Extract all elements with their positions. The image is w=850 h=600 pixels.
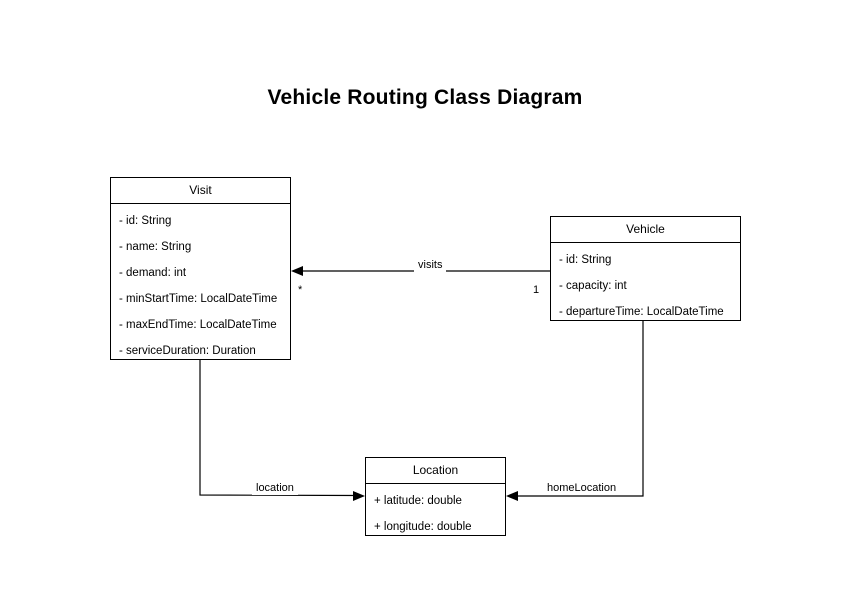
attribute-list-vehicle: - id: String - capacity: int - departure… [551,243,740,329]
class-name-vehicle: Vehicle [551,217,740,243]
edge-label-home-location: homeLocation [543,482,621,495]
attribute-list-location: + latitude: double + longitude: double [366,484,505,544]
page-title: Vehicle Routing Class Diagram [267,86,583,109]
attribute-row: - id: String [559,254,612,266]
class-box-visit[interactable]: Visit - id: String - name: String - dema… [110,177,291,360]
attribute-row: + latitude: double [374,495,462,507]
edge-location [199,360,365,501]
attribute-row: - id: String [119,215,172,227]
attribute-row: - departureTime: LocalDateTime [559,306,724,318]
edge-label-location: location [252,482,298,495]
edge-home-location [506,321,644,501]
attribute-row: - capacity: int [559,280,627,292]
attribute-row: - maxEndTime: LocalDateTime [119,319,277,331]
multiplicity-vehicle-end: 1 [533,284,540,296]
multiplicity-visit-end: * [298,284,303,296]
attribute-row: - serviceDuration: Duration [119,345,256,357]
class-box-vehicle[interactable]: Vehicle - id: String - capacity: int - d… [550,216,741,321]
attribute-list-visit: - id: String - name: String - demand: in… [111,204,290,368]
class-box-location[interactable]: Location + latitude: double + longitude:… [365,457,506,536]
class-name-location: Location [366,458,505,484]
attribute-row: - name: String [119,241,192,253]
edge-label-visits: visits [414,259,447,272]
class-name-visit: Visit [111,178,290,204]
attribute-row: + longitude: double [374,521,472,533]
attribute-row: - demand: int [119,267,187,279]
attribute-row: - minStartTime: LocalDateTime [119,293,278,305]
